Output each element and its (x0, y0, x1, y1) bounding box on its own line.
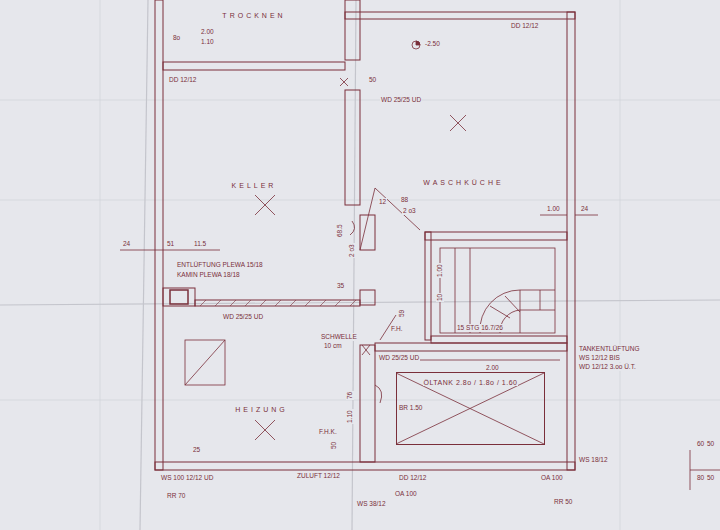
dimension-label: F.H.K. (318, 428, 338, 436)
dimension-label: WS 18/12 (578, 456, 609, 464)
dimension-label: 35 (336, 282, 345, 290)
dimension-label: -2.50 (424, 40, 441, 48)
dimension-label: 2.00 (485, 364, 500, 372)
room-name: ÖLTANK 2.8o / 1.8o / 1.60 (423, 379, 519, 386)
dimension-label: 1.00 (436, 263, 444, 278)
dimension-label: ZULUFT 12/12 (296, 472, 341, 480)
dimension-label: WD 12/12 3.oo Ü.T. (578, 363, 637, 371)
dimension-label: ENTLÜFTUNG PLEWA 15/18 (176, 261, 264, 269)
dimension-label: 88 (400, 196, 409, 204)
dimension-label: 24 (580, 205, 589, 213)
room-name: TROCKNEN (221, 12, 286, 19)
room-name: WASCHKÜCHE (422, 179, 504, 186)
room: TROCKNEN (163, 0, 345, 62)
dimension-label: OA 100 (394, 490, 418, 498)
dimension-label: 24 (122, 240, 131, 248)
dimension-label: 11.5 (193, 240, 207, 248)
dimension-label: DD 12/12 (398, 474, 427, 482)
dimension-label: 68.5 (336, 223, 344, 238)
dimension-label: WS 12/12 BIS (578, 354, 621, 362)
dimension-label: 25 (192, 446, 201, 454)
dimension-label: 10 (436, 293, 444, 302)
dimension-label: 10 cm (323, 342, 343, 350)
dimension-label: F.H. (390, 325, 404, 333)
dimension-label: 76 (346, 391, 354, 400)
dimension-label: RR 50 (553, 498, 573, 506)
dimension-label: DD 12/12 (510, 22, 539, 30)
dimension-label: 1.00 (546, 205, 561, 213)
dimension-label: 51 (166, 240, 175, 248)
dimension-label: 50 (706, 474, 715, 482)
room-name: HEIZUNG (234, 406, 289, 413)
walls (155, 0, 575, 470)
dimension-label: WS 100 12/12 UD (160, 474, 214, 482)
dimension-label: 8o (172, 34, 181, 42)
dimension-label: RR 70 (166, 492, 186, 500)
room: WASCHKÜCHE (360, 19, 567, 232)
dimension-label: 12 (378, 198, 387, 206)
dimension-label: 15 STG 16.7/26 (456, 324, 504, 332)
room: HEIZUNG (163, 306, 360, 462)
dimension-label: WS 38/12 (356, 500, 387, 508)
dimension-label: SCHWELLE (320, 333, 358, 341)
dimension-label: 50 (368, 76, 377, 84)
dimension-label: 50 (330, 441, 338, 450)
dimension-label: 50 (706, 440, 715, 448)
dimension-label: 59 (398, 309, 406, 318)
symbols (120, 41, 720, 490)
wall-hatching (200, 300, 356, 306)
dimension-label: DD 12/12 (168, 76, 197, 84)
dimension-label: 60 (696, 440, 705, 448)
dimension-label: WD 25/25 UD (378, 354, 420, 362)
dimension-label: TANKENTLÜFTUNG (578, 345, 641, 353)
dimension-label: WD 25/25 UD (222, 313, 264, 321)
dimension-label: BR 1.50 (398, 404, 424, 412)
dimension-label: OA 100 (540, 474, 564, 482)
dimension-label: WD 25/25 UD (380, 96, 422, 104)
dimension-label: 2 o3 (348, 243, 356, 258)
dimension-label: 80 (696, 474, 705, 482)
dimension-label: 1.10 (346, 409, 354, 424)
dimension-label: 2.00 (200, 28, 215, 36)
dimension-label: 2 o3 (402, 207, 417, 215)
room-name: KELLER (231, 182, 278, 189)
dimension-label: 1.10 (200, 38, 215, 46)
dimension-label: KAMIN PLEWA 18/18 (176, 271, 241, 279)
